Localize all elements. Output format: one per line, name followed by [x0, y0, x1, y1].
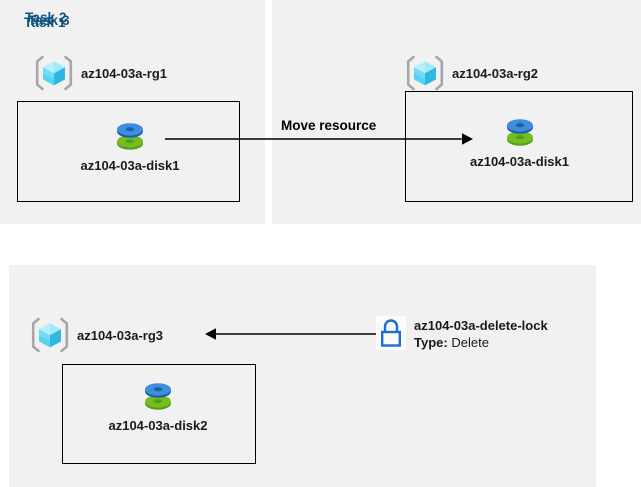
resource-group-icon [34, 54, 74, 92]
managed-disk-icon [55, 114, 205, 156]
resource-group-rg2: az104-03a-rg2 [405, 54, 538, 92]
disk-label: az104-03a-disk1 [80, 158, 180, 173]
resource-group-label: az104-03a-rg3 [77, 327, 163, 343]
resource-box-disk2 [62, 364, 256, 464]
disk-item-disk1-target: az104-03a-disk1 [442, 110, 597, 169]
lock-icon [376, 316, 406, 350]
managed-disk-icon [442, 110, 597, 152]
arrow-move-resource [165, 133, 473, 145]
lock-type-row: Type: Delete [414, 335, 548, 351]
disk-label: az104-03a-disk1 [469, 154, 569, 169]
arrow-apply-lock [205, 328, 380, 340]
managed-disk-icon [83, 374, 233, 416]
panel-title-task-2: Task 2 [25, 10, 67, 25]
lock-type-key: Type: [414, 335, 448, 350]
resource-group-icon [30, 316, 70, 354]
disk-item-disk2: az104-03a-disk2 [83, 374, 233, 433]
resource-group-icon [405, 54, 445, 92]
resource-group-rg3: az104-03a-rg3 [30, 316, 163, 354]
panel-title-task-1: Task 1 [24, 15, 66, 30]
disk-item-disk1-source: az104-03a-disk1 [55, 114, 205, 173]
resource-lock-group: az104-03a-delete-lock Type: Delete [376, 316, 548, 351]
disk-label: az104-03a-disk2 [108, 418, 208, 433]
lock-name: az104-03a-delete-lock [414, 318, 548, 333]
resource-group-rg1: az104-03a-rg1 [34, 54, 167, 92]
arrow-caption-move-resource: Move resource [281, 118, 377, 133]
lock-type-value: Delete [451, 335, 489, 350]
resource-group-label: az104-03a-rg2 [452, 65, 538, 81]
lock-text-block: az104-03a-delete-lock Type: Delete [414, 316, 548, 351]
panel-title-task-3: Task 3 [28, 13, 70, 28]
resource-box-disk1-target [405, 91, 633, 202]
resource-group-label: az104-03a-rg1 [81, 65, 167, 81]
resource-box-disk1-source [17, 101, 240, 202]
